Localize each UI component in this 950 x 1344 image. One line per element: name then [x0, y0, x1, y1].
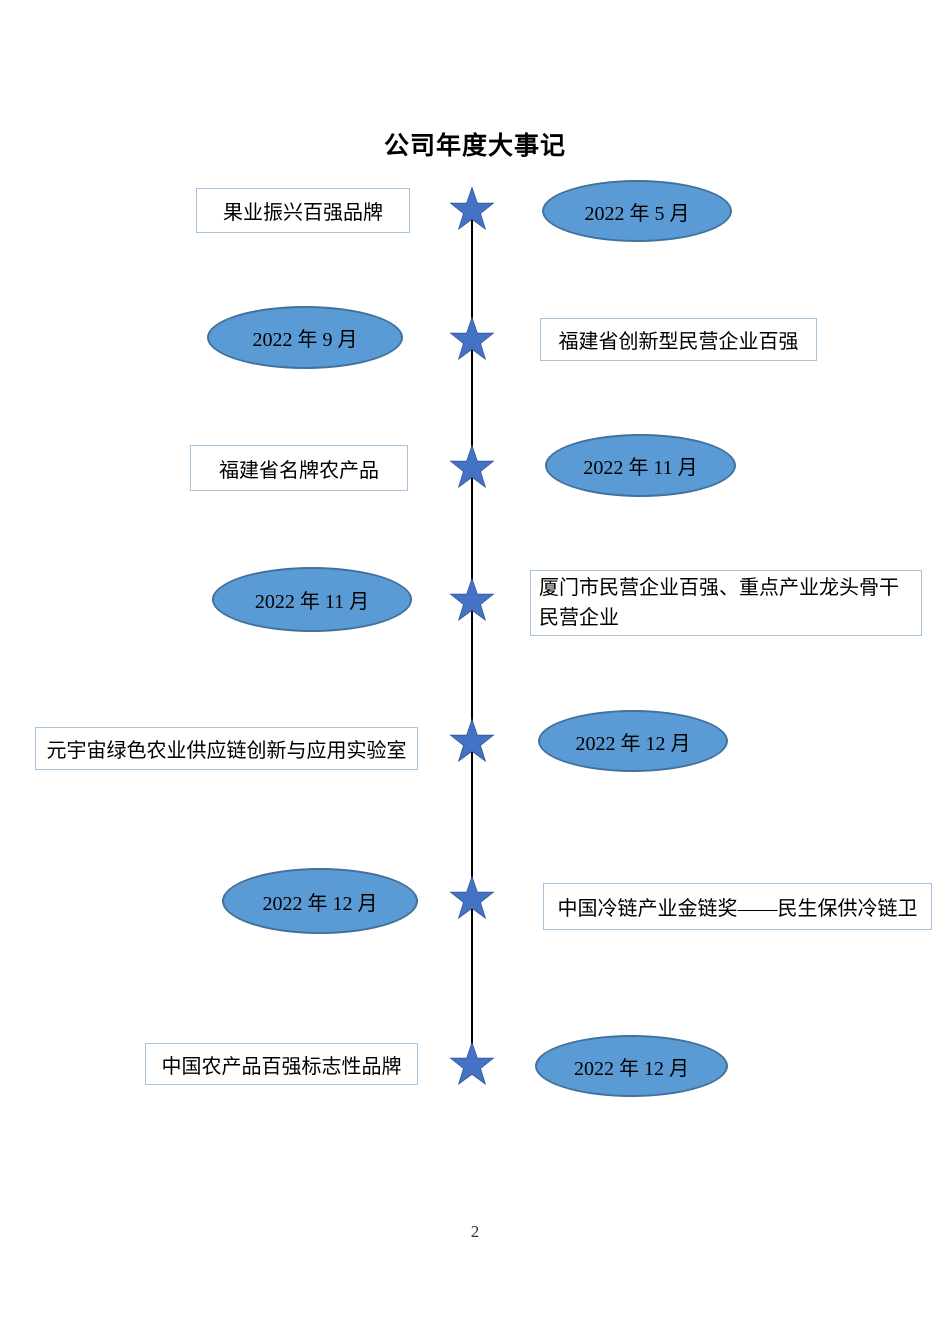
- date-ellipse: 2022 年 11 月: [212, 567, 412, 632]
- star-icon: [449, 186, 495, 231]
- timeline-line: [471, 208, 473, 1064]
- award-box: 中国冷链产业金链奖——民生保供冷链卫: [543, 883, 932, 930]
- page-number: 2: [470, 1222, 480, 1241]
- date-ellipse: 2022 年 5 月: [542, 180, 732, 242]
- star-icon: [449, 875, 495, 920]
- star-icon: [449, 718, 495, 763]
- star-icon: [449, 316, 495, 361]
- star-icon: [449, 577, 495, 622]
- star-icon: [449, 1041, 495, 1086]
- award-box: 福建省创新型民营企业百强: [540, 318, 817, 361]
- page-title: 公司年度大事记: [383, 132, 566, 160]
- date-ellipse: 2022 年 12 月: [222, 868, 418, 934]
- award-box: 厦门市民营企业百强、重点产业龙头骨干民营企业: [530, 570, 922, 636]
- date-ellipse: 2022 年 9 月: [207, 306, 403, 369]
- date-ellipse: 2022 年 12 月: [538, 710, 728, 772]
- date-ellipse: 2022 年 11 月: [545, 434, 736, 497]
- award-box: 元宇宙绿色农业供应链创新与应用实验室: [35, 727, 418, 770]
- award-box: 福建省名牌农产品: [190, 445, 408, 491]
- date-ellipse: 2022 年 12 月: [535, 1035, 728, 1097]
- award-box: 中国农产品百强标志性品牌: [145, 1043, 418, 1085]
- star-icon: [449, 444, 495, 489]
- award-box: 果业振兴百强品牌: [196, 188, 410, 233]
